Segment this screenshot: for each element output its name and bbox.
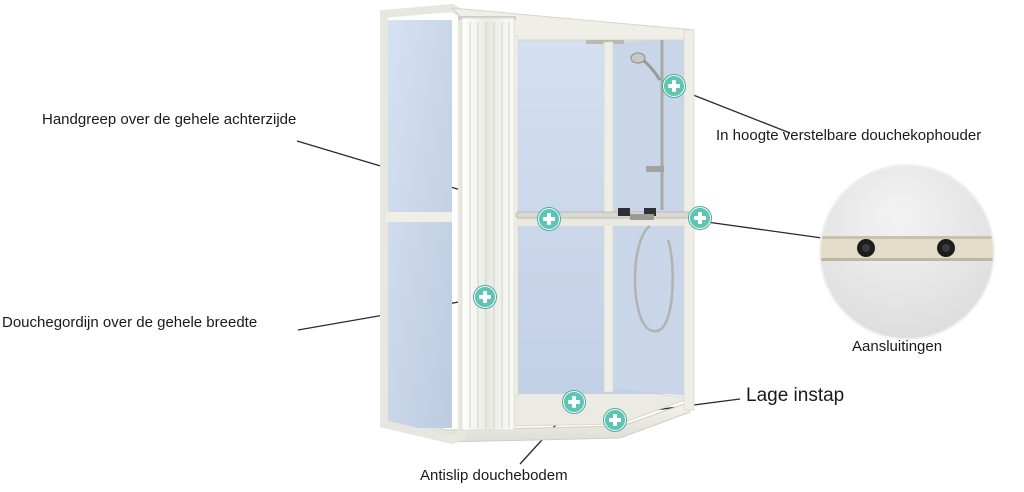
low-entry-plus-icon[interactable]	[604, 409, 626, 431]
left-wall	[384, 20, 452, 428]
antislip-plus-icon[interactable]	[563, 391, 585, 413]
connections-plus-icon[interactable]	[689, 207, 711, 229]
label-douchekophouder: In hoogte verstelbare douchekophouder	[716, 127, 982, 144]
curtain-plus-icon[interactable]	[474, 286, 496, 308]
label-aansluitingen: Aansluitingen	[852, 338, 943, 355]
handrail-plus-icon[interactable]	[538, 208, 560, 230]
showerhead-plus-icon[interactable]	[663, 75, 685, 97]
label-antislip: Antislip douchebodem	[420, 467, 568, 484]
connections-detail	[820, 165, 994, 339]
label-lage-instap: Lage instap	[746, 385, 845, 406]
label-douchegordijn: Douchegordijn over de gehele breedte	[2, 314, 258, 331]
shower-curtain	[461, 17, 515, 431]
label-handgreep: Handgreep over de gehele achterzijde	[42, 111, 297, 128]
